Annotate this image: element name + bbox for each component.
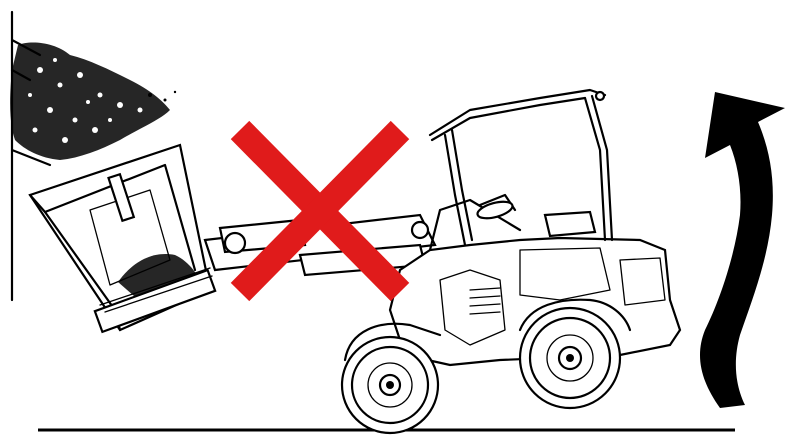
front-wheel	[342, 337, 438, 433]
loader-bucket	[30, 145, 215, 332]
material-pile	[10, 42, 176, 160]
tipping-arrow-icon	[700, 92, 785, 408]
rear-wheel	[520, 308, 620, 408]
